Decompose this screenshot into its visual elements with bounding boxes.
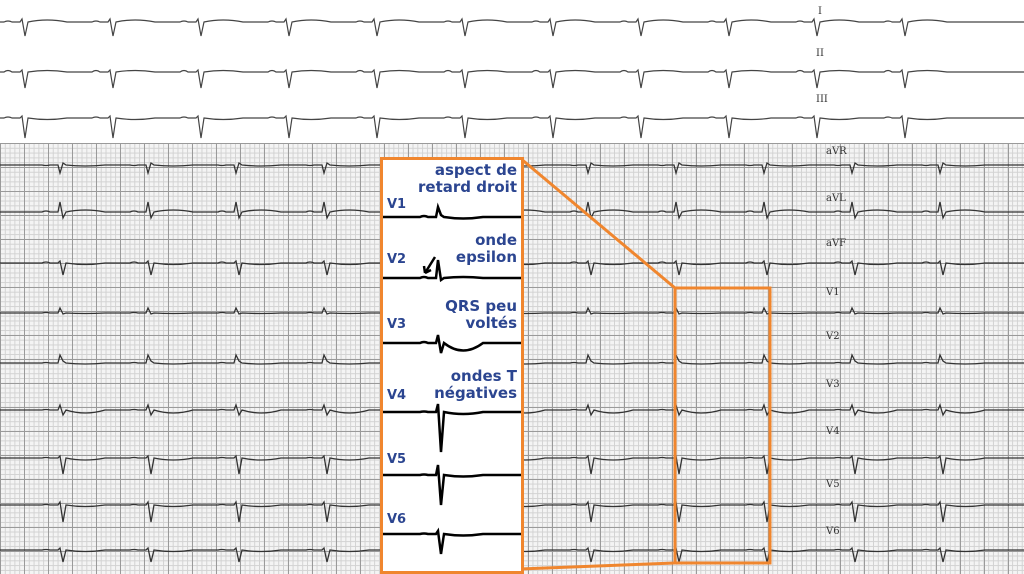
trace-III (0, 114, 1024, 139)
lead-label-V3: V3 (826, 379, 840, 390)
lead-label-I: I (818, 6, 822, 17)
connector-top (519, 156, 676, 290)
lead-label-V4: V4 (826, 426, 840, 437)
lead-label-aVL: aVL (826, 193, 846, 204)
inset-traces (383, 202, 521, 555)
inset-trace-V1 (383, 202, 521, 220)
inset-trace-V4 (383, 403, 521, 453)
inset-trace-V3 (383, 334, 521, 354)
inset-trace-V2 (383, 259, 521, 283)
highlight-box (673, 286, 772, 565)
lead-label-aVF: aVF (826, 238, 847, 249)
inset-label-V6: V6 (387, 512, 407, 527)
inset-label-V1: V1 (387, 197, 407, 212)
trace-II (0, 68, 1024, 89)
lead-label-II: II (816, 48, 824, 59)
inset-label-V5: V5 (387, 452, 407, 467)
lead-label-V1: V1 (826, 287, 840, 298)
lead-label-III: III (816, 94, 828, 105)
lead-label-V5: V5 (826, 479, 840, 490)
lead-label-V2: V2 (826, 331, 840, 342)
trace-I (0, 17, 1024, 37)
inset-label-V3: V3 (387, 317, 407, 332)
inset-trace-V5 (383, 464, 521, 506)
inset-label-V4: V4 (387, 388, 407, 403)
epsilon-arrow-icon (422, 256, 437, 275)
lead-label-aVR: aVR (826, 146, 847, 157)
inset-trace-V6 (383, 527, 521, 555)
inset-label-V2: V2 (387, 252, 407, 267)
lead-label-V6: V6 (826, 526, 840, 537)
connector-bottom (519, 561, 676, 571)
